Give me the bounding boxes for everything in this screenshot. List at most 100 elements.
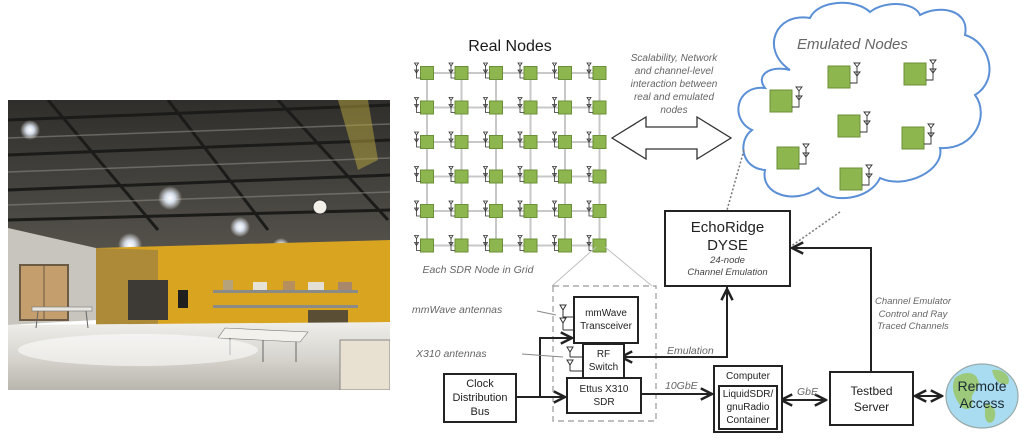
cabinet: [339, 339, 390, 390]
zoom-line-right: [604, 246, 653, 287]
antenna-icon: [586, 131, 593, 148]
antenna-icon: [586, 166, 593, 182]
antenna-icon: [448, 235, 455, 251]
x310-antennas-label: X310 antennas: [416, 348, 487, 360]
antenna-icon: [413, 62, 421, 79]
real-node-box: [454, 100, 469, 115]
real-node: [482, 131, 503, 149]
echoridge-dyse-box: EchoRidge DYSE 24-node Channel Emulation: [664, 210, 791, 287]
antenna-icon: [551, 200, 559, 217]
antenna-icon: [586, 200, 593, 217]
antenna-icon: [517, 62, 524, 79]
real-node: [551, 131, 572, 149]
real-node-box: [454, 238, 469, 253]
real-node: [482, 166, 503, 184]
bidirectional-arrow: [610, 115, 733, 161]
emulated-node: [776, 143, 810, 170]
mmwave-antenna-pointer: [536, 310, 557, 316]
remote-line: Remote: [957, 378, 1007, 394]
real-node: [551, 97, 572, 115]
rf-switch-line: RF: [596, 349, 611, 360]
emulated-node-box: [901, 126, 925, 150]
antenna-icon: [517, 166, 524, 182]
real-node-box: [489, 169, 503, 184]
antenna-icon: [413, 131, 421, 148]
computer-title: Computer: [726, 371, 770, 382]
real-node: [586, 166, 607, 184]
antenna-icon: [926, 59, 937, 81]
real-node-box: [523, 169, 538, 184]
gbe-label: GbE: [797, 386, 819, 398]
node-detail-dashed-box: [552, 285, 657, 422]
interaction-line: nodes: [660, 105, 688, 116]
lab-photo: [8, 100, 390, 390]
real-node-box: [592, 135, 607, 149]
interaction-line: real and emulated: [633, 92, 715, 103]
antenna-icon: [482, 62, 490, 79]
antenna-icon: [799, 143, 810, 165]
clock-distribution-box: Clock Distribution Bus: [443, 373, 517, 423]
antenna-icon: [860, 111, 871, 133]
real-node-box: [489, 66, 503, 80]
channel-control-line: Channel Emulator: [874, 296, 952, 307]
real-nodes-title: Real Nodes: [468, 38, 552, 55]
container-line: LiquidSDR/: [722, 389, 774, 400]
dyse-title: DYSE: [707, 236, 748, 254]
real-node-box: [523, 66, 538, 80]
container-box: LiquidSDR/ gnuRadio Container: [718, 385, 778, 430]
interaction-note: Scalability, Network and channel-level i…: [616, 52, 732, 117]
antenna-icon: [413, 200, 421, 217]
antenna-icon: [586, 97, 593, 113]
antenna-icon: [551, 62, 559, 79]
real-node: [482, 62, 503, 80]
echoridge-sub2: Channel Emulation: [687, 266, 768, 278]
antenna-icon: [448, 200, 455, 217]
antenna-icon: [517, 97, 524, 113]
real-node-box: [592, 100, 607, 115]
antenna-icon: [517, 200, 524, 217]
antenna-icon: [551, 97, 559, 113]
real-node-box: [558, 238, 572, 253]
emulated-node: [903, 59, 937, 86]
real-node: [413, 166, 434, 184]
real-node-box: [558, 100, 572, 115]
mmwave-line: Transceiver: [580, 321, 632, 332]
real-node-box: [523, 100, 538, 115]
real-node: [413, 97, 434, 115]
real-node-box: [454, 169, 469, 184]
x310-antenna-pointer: [521, 353, 564, 358]
real-node: [517, 131, 538, 149]
real-node: [448, 131, 469, 149]
real-node: [482, 235, 503, 253]
remote-line: Access: [959, 395, 1005, 411]
antenna-icon: [448, 97, 455, 113]
real-node: [413, 200, 434, 218]
computer-box: Computer LiquidSDR/ gnuRadio Container: [713, 365, 783, 433]
container-line: gnuRadio: [726, 402, 770, 413]
emulated-node: [839, 164, 873, 191]
ten-gbe-label: 10GbE: [665, 380, 698, 392]
clock-to-mmwave-link: [539, 338, 572, 397]
remote-access-globe: [945, 363, 1019, 429]
real-node: [517, 166, 538, 184]
antenna-icon: [448, 131, 455, 148]
rf-switch-line: Switch: [588, 362, 619, 373]
ettus-line: Ettus X310: [579, 383, 629, 395]
real-node: [586, 131, 607, 149]
antenna-icon: [448, 166, 455, 182]
clock-line: Bus: [470, 406, 490, 418]
real-node-box: [592, 169, 607, 184]
real-node-box: [454, 135, 469, 149]
real-node-box: [420, 100, 434, 115]
ettus-line: SDR: [593, 396, 615, 408]
antenna-icon: [482, 235, 490, 251]
emulated-node-box: [903, 62, 927, 86]
cloud-link-dotted-1: [726, 149, 745, 211]
emulation-label: Emulation: [667, 345, 714, 357]
remote-access-label[interactable]: Remote Access: [946, 378, 1018, 412]
real-node-box: [489, 135, 503, 149]
emulated-node-box: [776, 146, 800, 170]
emulated-node-box: [837, 114, 861, 138]
real-node: [448, 235, 469, 253]
